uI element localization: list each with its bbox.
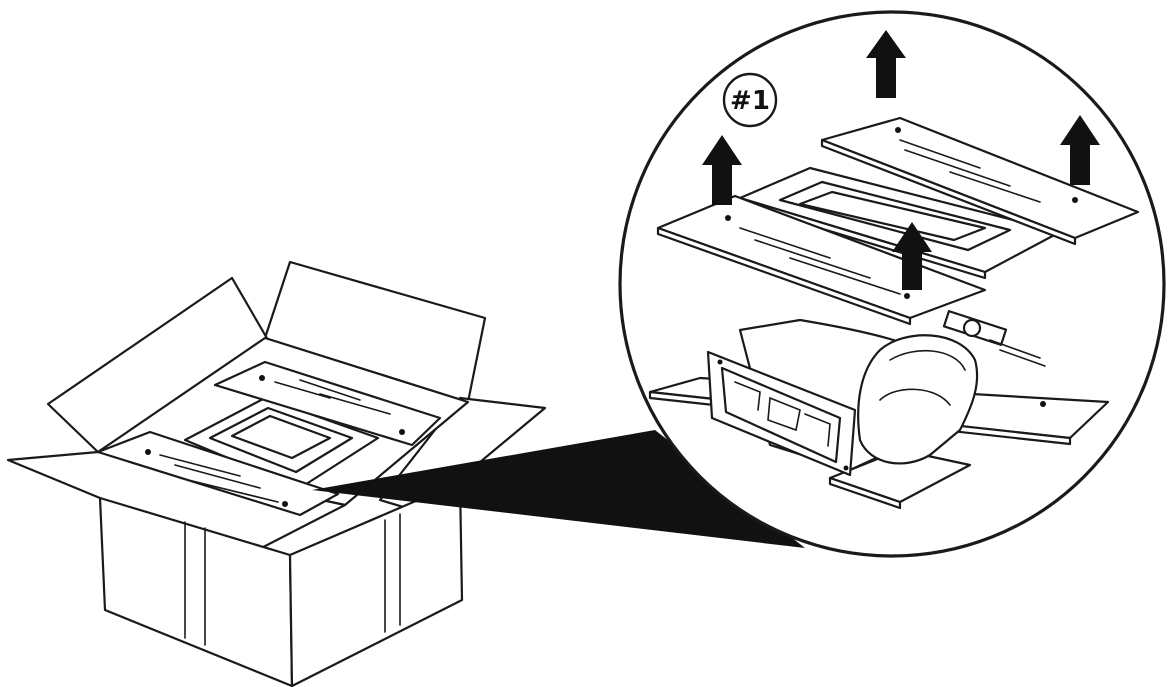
arrow-up-icon	[866, 30, 906, 98]
magnified-view: #1	[618, 10, 1166, 558]
box-right-face	[288, 480, 464, 687]
box-front-flap	[6, 450, 347, 562]
arrow-up-icon	[702, 135, 742, 205]
shipping-box	[6, 260, 547, 687]
box-top-board	[213, 360, 442, 447]
arrow-up-icon	[892, 222, 932, 290]
box-inner-frame	[183, 396, 380, 490]
step-badge: #1	[722, 72, 778, 128]
product-machine	[706, 310, 1046, 477]
arrow-up-icon	[1060, 115, 1100, 185]
box-front-board	[96, 430, 340, 517]
callout-pointer	[312, 430, 805, 548]
step-label: #1	[730, 86, 770, 116]
packing-board-upper	[820, 116, 1140, 246]
machine-hood	[857, 334, 979, 465]
